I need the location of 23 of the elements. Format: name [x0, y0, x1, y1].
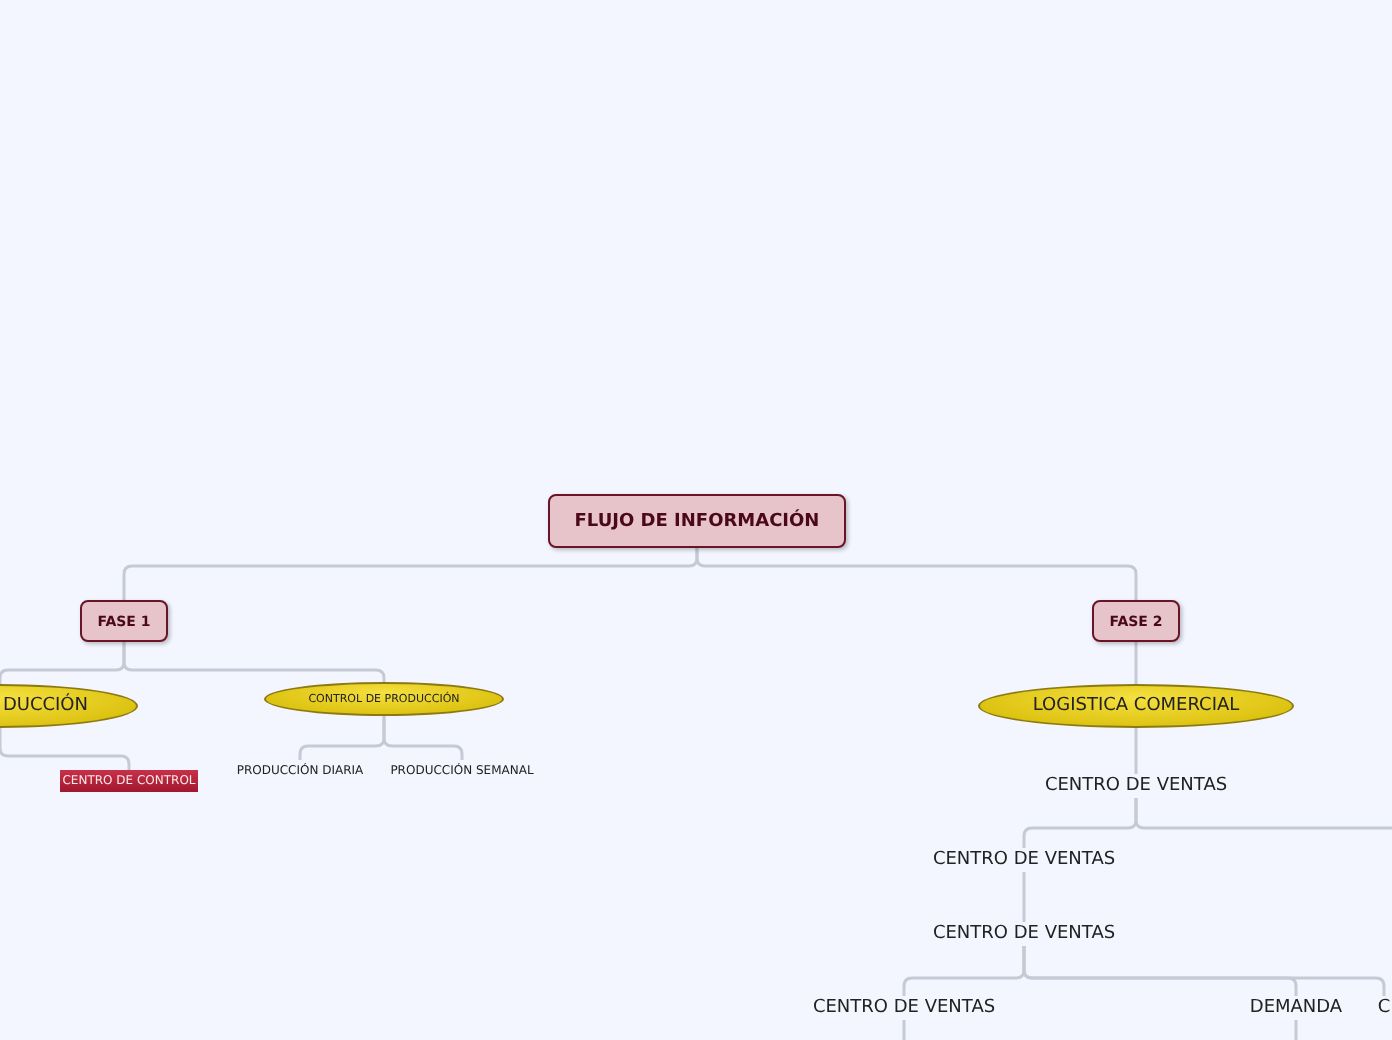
node-text: FLUJO DE INFORMACIÓN: [574, 511, 820, 531]
connector-line: [695, 548, 1138, 600]
connector-line: [122, 642, 386, 682]
connector-line: [1294, 1020, 1298, 1040]
phase-box: [1092, 600, 1180, 642]
connector-line: [902, 1020, 906, 1040]
connector-line: [1134, 798, 1392, 830]
node-text: DUCCIÓN: [2, 696, 88, 716]
subtopic-text: CENTRO DE VENTAS: [926, 922, 1122, 946]
subtopic-text: CENTRO DE VENTAS: [806, 996, 1002, 1020]
connector-line: [382, 716, 464, 760]
phase-box: [80, 600, 168, 642]
connector-line: [1022, 946, 1386, 996]
subtopic-text: C: [1372, 996, 1392, 1020]
title-box: [548, 494, 846, 548]
subtopic-text: DEMANDA: [1244, 996, 1348, 1020]
subtopic-text: CENTRO DE VENTAS: [926, 848, 1122, 872]
connector-line: [1134, 642, 1138, 684]
subtopic-text: CENTRO DE VENTAS: [1038, 774, 1234, 798]
node-text: LOGISTICA COMERCIAL: [1032, 696, 1240, 716]
connector-line: [1022, 872, 1026, 922]
connector-line: [1134, 728, 1138, 774]
connector-line: [0, 728, 131, 770]
